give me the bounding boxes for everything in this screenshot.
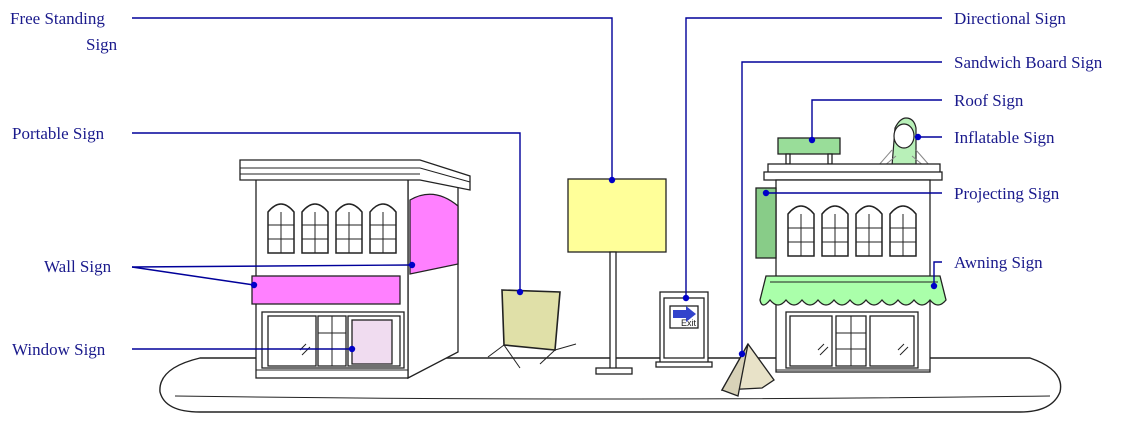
callout-free-standing: Free Standing Sign [10,9,615,183]
portable-sign [488,290,576,368]
projecting-sign [756,188,776,258]
label-sandwich-board-sign: Sandwich Board Sign [954,53,1103,72]
label-directional-sign: Directional Sign [954,9,1066,28]
exit-sign-text: Exit [681,318,697,328]
free-standing-sign [568,179,666,374]
right-building [756,118,946,372]
left-building [240,160,470,378]
label-window-sign: Window Sign [12,340,106,359]
label-awning-sign: Awning Sign [954,253,1043,272]
wall-sign-banner [252,276,400,304]
awning-sign [760,276,946,305]
inflatable-sign [878,118,930,166]
callout-awning: Awning Sign [931,253,1043,289]
label-free-standing-line1: Free Standing [10,9,105,28]
window-sign [352,320,392,364]
label-portable-sign: Portable Sign [12,124,105,143]
callout-inflatable: Inflatable Sign [915,128,1055,147]
label-roof-sign: Roof Sign [954,91,1024,110]
wall-sign-side [410,194,458,274]
label-wall-sign: Wall Sign [44,257,112,276]
label-inflatable-sign: Inflatable Sign [954,128,1055,147]
directional-sign: Exit [656,292,712,367]
label-projecting-sign: Projecting Sign [954,184,1060,203]
label-free-standing-line2: Sign [86,35,118,54]
